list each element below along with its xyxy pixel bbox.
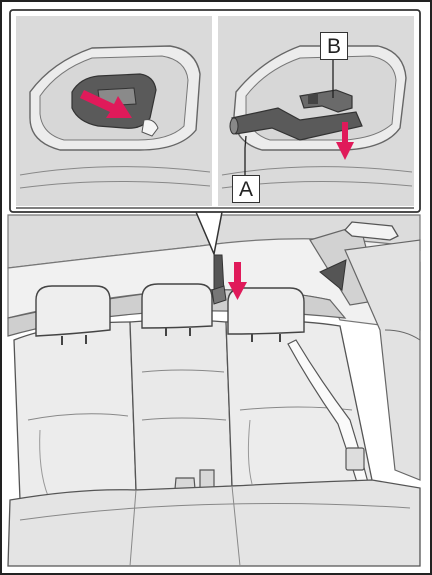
headrest-center — [142, 284, 212, 328]
seat-back-center — [130, 320, 232, 490]
label-a: A — [232, 175, 260, 203]
seat-cushion — [8, 480, 420, 566]
detail-callout — [10, 10, 420, 212]
label-b: B — [320, 32, 348, 60]
headrest-left — [36, 286, 110, 336]
seat-back-left — [14, 322, 136, 500]
